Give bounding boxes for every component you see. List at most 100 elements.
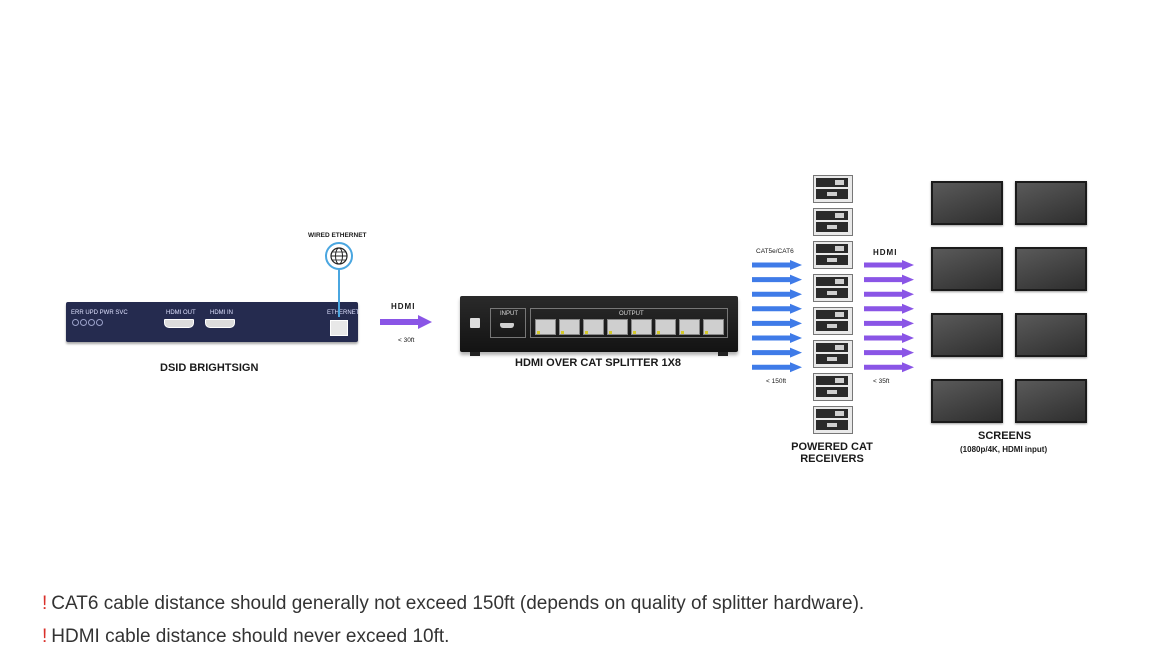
rj45-output-port-icon <box>703 319 724 335</box>
ethernet-cable <box>338 269 340 317</box>
led-err-icon <box>72 319 79 326</box>
splitter-output-label: OUTPUT <box>619 311 644 317</box>
receivers-title-line2: RECEIVERS <box>800 453 864 465</box>
hdmi-arrow <box>864 260 914 270</box>
cat-arrow <box>752 260 802 270</box>
hdmi-arrow <box>864 347 914 358</box>
cat-arrow <box>752 333 802 343</box>
receiver-hdmi-icon <box>816 255 848 265</box>
splitter-input-label: INPUT <box>500 311 518 317</box>
display-screen <box>931 313 1003 357</box>
cat-receiver <box>813 406 853 434</box>
note-cat6-distance: !CAT6 cable distance should generally no… <box>42 593 864 615</box>
receiver-hdmi-icon <box>816 354 848 364</box>
cat-receiver <box>813 208 853 236</box>
rj45-output-port-icon <box>607 319 628 335</box>
receiver-rj45-icon <box>816 376 848 385</box>
splitter-output-panel: OUTPUT <box>530 308 728 338</box>
cat-receiver <box>813 241 853 269</box>
player-title: DSID BRIGHTSIGN <box>160 362 259 374</box>
display-screen <box>1015 379 1087 423</box>
note-text: CAT6 cable distance should generally not… <box>51 593 865 614</box>
hdmi-in-label: HDMI IN <box>210 310 233 316</box>
hdmi-in-port-icon <box>205 319 235 328</box>
hdmi-arrow <box>864 333 914 343</box>
foot <box>718 352 728 356</box>
port-led-icon <box>609 331 612 334</box>
power-jack-icon <box>470 318 480 328</box>
cat-arrow <box>752 289 802 300</box>
warning-mark: ! <box>42 593 48 614</box>
display-screen <box>931 379 1003 423</box>
receiver-hdmi-icon <box>816 420 848 430</box>
hdmi-arrow <box>864 289 914 300</box>
receiver-rj45-icon <box>816 244 848 253</box>
cat-arrow <box>752 274 802 285</box>
cat-arrow <box>752 362 802 373</box>
led-svc-icon <box>96 319 103 326</box>
splitter-input-panel: INPUT <box>490 308 526 338</box>
cat-arrow-group <box>752 260 802 373</box>
note-text: HDMI cable distance should never exceed … <box>51 626 450 647</box>
port-led-icon <box>681 331 684 334</box>
port-led-icon <box>633 331 636 334</box>
led-upd-icon <box>80 319 87 326</box>
port-led-icon <box>585 331 588 334</box>
receivers-title: POWERED CAT RECEIVERS <box>786 441 878 465</box>
cat-arrow <box>752 303 802 314</box>
hdmi-arrow <box>864 318 914 329</box>
screens-subtitle: (1080p/4K, HDMI input) <box>960 445 1048 454</box>
cat-distance: < 150ft <box>766 378 787 385</box>
receiver-rj45-icon <box>816 277 848 286</box>
cat-arrow <box>752 347 802 358</box>
led-pwr-icon <box>88 319 95 326</box>
cat-receiver <box>813 373 853 401</box>
wired-ethernet-label: WIRED ETHERNET <box>308 232 367 239</box>
display-screen <box>1015 247 1087 291</box>
foot <box>470 352 480 356</box>
rj45-output-port-icon <box>535 319 556 335</box>
port-led-icon <box>537 331 540 334</box>
player-status-labels: ERR UPD PWR SVC <box>71 310 128 316</box>
receiver-rj45-icon <box>816 409 848 418</box>
splitter-title: HDMI OVER CAT SPLITTER 1X8 <box>515 357 682 369</box>
display-screen <box>1015 181 1087 225</box>
receiver-hdmi-icon <box>816 321 848 331</box>
receiver-hdmi-icon <box>816 222 848 232</box>
cat-receiver <box>813 175 853 203</box>
hdmi-logo-1: HDMI <box>391 302 416 311</box>
port-led-icon <box>657 331 660 334</box>
display-screen <box>931 247 1003 291</box>
receiver-rj45-icon <box>816 211 848 220</box>
display-screen <box>1015 313 1087 357</box>
warning-mark: ! <box>42 626 48 647</box>
receiver-rj45-icon <box>816 343 848 352</box>
ethernet-port-icon <box>330 320 348 336</box>
rj45-output-port-icon <box>679 319 700 335</box>
rj45-output-port-icon <box>559 319 580 335</box>
hdmi-arrow-group <box>864 260 914 373</box>
hdmi-arrow <box>864 274 914 285</box>
receiver-hdmi-icon <box>816 387 848 397</box>
cat-receiver <box>813 274 853 302</box>
receivers-title-line1: POWERED CAT <box>791 441 873 453</box>
screens-title: SCREENS <box>978 430 1032 442</box>
hdmi-out-label: HDMI OUT <box>166 310 196 316</box>
cat-receiver <box>813 340 853 368</box>
cat-splitter: INPUT OUTPUT <box>460 296 738 356</box>
hdmi-input-port-icon <box>500 323 514 328</box>
port-led-icon <box>561 331 564 334</box>
display-screen <box>931 181 1003 225</box>
hdmi-arrow <box>864 303 914 314</box>
hdmi-arrow-1 <box>380 315 432 329</box>
brightsign-player: ERR UPD PWR SVC HDMI OUT HDMI IN ETHERNE… <box>66 302 359 342</box>
receiver-hdmi-icon <box>816 189 848 199</box>
hdmi-logo-2: HDMI <box>873 248 898 257</box>
note-hdmi-distance: !HDMI cable distance should never exceed… <box>42 626 449 648</box>
receiver-rj45-icon <box>816 178 848 187</box>
cat-cable-label: CAT5e/CAT6 <box>756 248 794 255</box>
cat-arrow <box>752 318 802 329</box>
hdmi-arrow <box>864 362 914 373</box>
globe-icon <box>325 242 353 270</box>
hdmi-distance-1: < 30ft <box>398 337 415 344</box>
